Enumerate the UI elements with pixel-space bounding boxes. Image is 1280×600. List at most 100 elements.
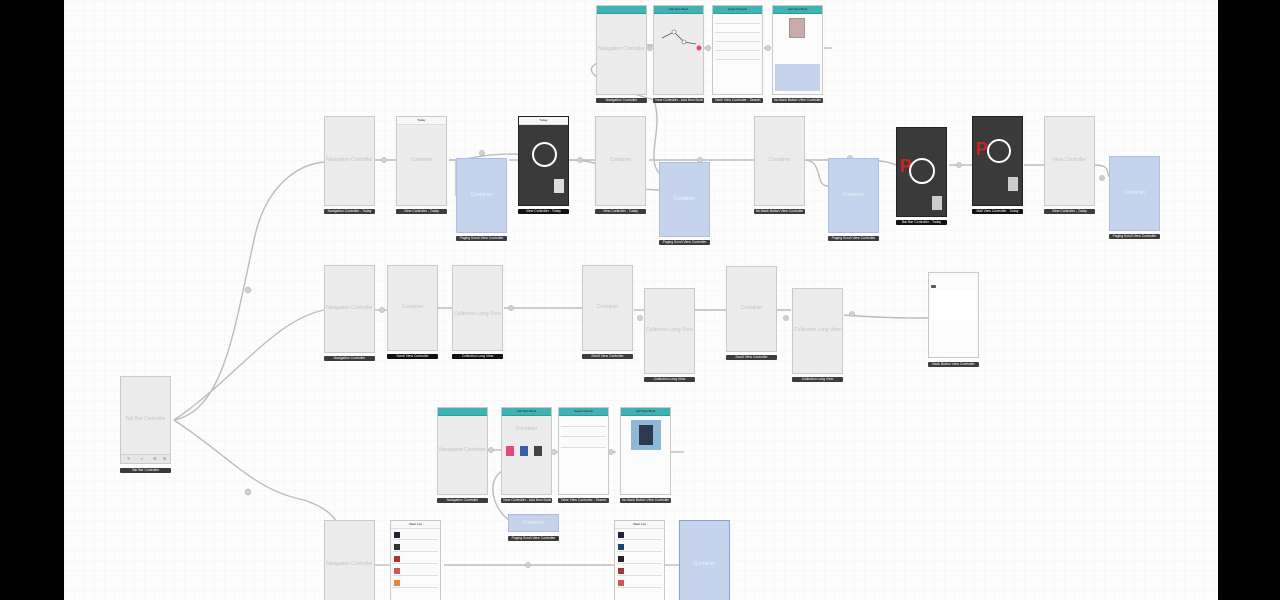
- scene-title: Collection Long View: [454, 311, 501, 317]
- mall-view-controller-today-scene[interactable]: P: [972, 116, 1023, 206]
- scroll-view-controller-scene[interactable]: Container: [387, 265, 438, 351]
- view-controller-today-scene[interactable]: Container: [595, 116, 646, 206]
- list-item[interactable]: [393, 567, 438, 576]
- tab-icon: ✎: [127, 456, 131, 461]
- scene-title: Container: [522, 520, 545, 526]
- scene-label: Collection Long View: [452, 354, 503, 359]
- bar-controller-today-scene[interactable]: P: [896, 127, 947, 217]
- want-list-scene[interactable]: Want List: [390, 520, 441, 600]
- search-result-scene[interactable]: Search Result: [712, 5, 763, 95]
- scene-label: Navigation Controller - Today: [324, 209, 375, 214]
- scroll-view-controller-scene[interactable]: Container: [582, 265, 633, 351]
- scene-label: Tab Bar Controller: [120, 468, 171, 473]
- view-controller-today-dark-scene[interactable]: Today: [518, 116, 569, 206]
- scene-title: Container: [1123, 189, 1146, 196]
- scene-title: Container: [768, 156, 791, 163]
- scene-title: Navigation Controller: [598, 45, 645, 52]
- scene-title: Tab Bar Controller: [125, 415, 166, 422]
- tab-icon: ☰: [153, 456, 157, 461]
- scene-label: Table View Controller - Search: [558, 498, 609, 503]
- list-item[interactable]: [715, 33, 760, 42]
- content-box: [931, 290, 976, 320]
- book-cover: [789, 18, 805, 38]
- paging-scroll-scene[interactable]: Container: [508, 514, 559, 532]
- nav-bar: Today: [519, 117, 568, 125]
- collection-long-view-scene[interactable]: Collection Long View: [644, 288, 695, 374]
- scene-label: Scroll View Controller: [726, 355, 777, 360]
- collection-long-view-scene[interactable]: Collection Long View: [792, 288, 843, 374]
- back-badge: [931, 285, 936, 288]
- list-item[interactable]: [715, 42, 760, 51]
- scene-title: Navigation Controller: [439, 446, 486, 453]
- paging-scroll-scene[interactable]: Container: [456, 158, 507, 233]
- list-item[interactable]: [715, 24, 760, 33]
- nav-bar: [597, 6, 646, 14]
- list-item[interactable]: [617, 531, 662, 540]
- scene-title: Container: [693, 560, 716, 567]
- no-back-button-today-scene[interactable]: Container: [754, 116, 805, 206]
- book-thumb: [554, 179, 564, 193]
- view-controller-today-scene[interactable]: View Controller: [1044, 116, 1095, 206]
- list-item[interactable]: [617, 555, 662, 564]
- progress-ring: [532, 142, 557, 167]
- list-item[interactable]: [561, 439, 606, 448]
- list-item[interactable]: [561, 428, 606, 437]
- scene-title: View Controller: [1052, 156, 1087, 163]
- paging-scroll-scene[interactable]: Container: [828, 158, 879, 233]
- add-new-book-scene[interactable]: Add New Book Container: [501, 407, 552, 495]
- navigation-controller-today-scene[interactable]: Navigation Controller: [324, 116, 375, 206]
- book-thumb: [618, 556, 624, 562]
- want-list-scene[interactable]: Want List: [614, 520, 665, 600]
- paging-scroll-scene[interactable]: Container: [1109, 156, 1160, 231]
- nav-bar: Add New Book: [621, 408, 670, 416]
- nav-bar: Add New Book: [502, 408, 551, 416]
- tab-bar-controller-scene[interactable]: Tab Bar Controller ✎ ⌕ ☰ ⚙: [120, 376, 171, 464]
- book-thumb: [618, 532, 624, 538]
- nav-bar: Add New Book: [654, 6, 703, 14]
- navigation-controller-scene[interactable]: Navigation Controller: [437, 407, 488, 495]
- collection-long-view-scene[interactable]: Collection Long View: [452, 265, 503, 351]
- book-thumb: [394, 580, 400, 586]
- scene-label: View Controller - Today: [396, 209, 447, 214]
- result-card: [520, 446, 528, 456]
- book-thumb: [618, 568, 624, 574]
- container-scene[interactable]: Container: [679, 520, 730, 600]
- list-item[interactable]: [393, 543, 438, 552]
- no-back-button-scene[interactable]: Add New Book: [620, 407, 671, 495]
- list-item[interactable]: [715, 15, 760, 24]
- no-back-button-scene[interactable]: Add New Book: [772, 5, 823, 95]
- navigation-controller-scene[interactable]: Navigation Controller: [324, 265, 375, 353]
- list-item[interactable]: [617, 543, 662, 552]
- add-new-book-scene[interactable]: Add New Book: [653, 5, 704, 95]
- book-thumb: [394, 532, 400, 538]
- search-result-scene[interactable]: Search Result: [558, 407, 609, 495]
- list-item[interactable]: [393, 555, 438, 564]
- list-item[interactable]: [561, 418, 606, 427]
- scene-title: Container: [410, 156, 433, 163]
- storyboard-canvas[interactable]: Tab Bar Controller ✎ ⌕ ☰ ⚙ Tab Bar Contr…: [64, 0, 1218, 600]
- list-item[interactable]: [393, 531, 438, 540]
- navigation-controller-scene[interactable]: Navigation Controller: [324, 520, 375, 600]
- book-thumb: [618, 544, 624, 550]
- list-item[interactable]: [617, 579, 662, 588]
- scene-title: Navigation Controller: [326, 304, 373, 311]
- graph-thumbnail: [661, 29, 702, 51]
- result-card: [506, 446, 514, 456]
- list-item[interactable]: [715, 51, 760, 60]
- scene-label: Scroll View Controller: [582, 354, 633, 359]
- view-controller-today-scene[interactable]: Today Container: [396, 116, 447, 206]
- tab-bar: ✎ ⌕ ☰ ⚙: [121, 454, 170, 463]
- scene-label: Navigation Controller: [324, 356, 375, 361]
- book-thumb: [1008, 177, 1018, 191]
- nav-bar: Search Result: [713, 6, 762, 14]
- back-button-view-controller-scene[interactable]: [928, 272, 979, 358]
- book-cover-inner: [639, 425, 653, 445]
- list-item[interactable]: [393, 579, 438, 588]
- paging-scroll-scene[interactable]: Container: [659, 162, 710, 237]
- nav-bar: Want List: [615, 521, 664, 529]
- navigation-controller-scene[interactable]: Navigation Controller: [596, 5, 647, 95]
- scroll-view-controller-scene[interactable]: Container: [726, 266, 777, 352]
- list-item[interactable]: [617, 567, 662, 576]
- content-block: [775, 64, 820, 91]
- scene-label: View Controller - Add New Book: [501, 498, 552, 503]
